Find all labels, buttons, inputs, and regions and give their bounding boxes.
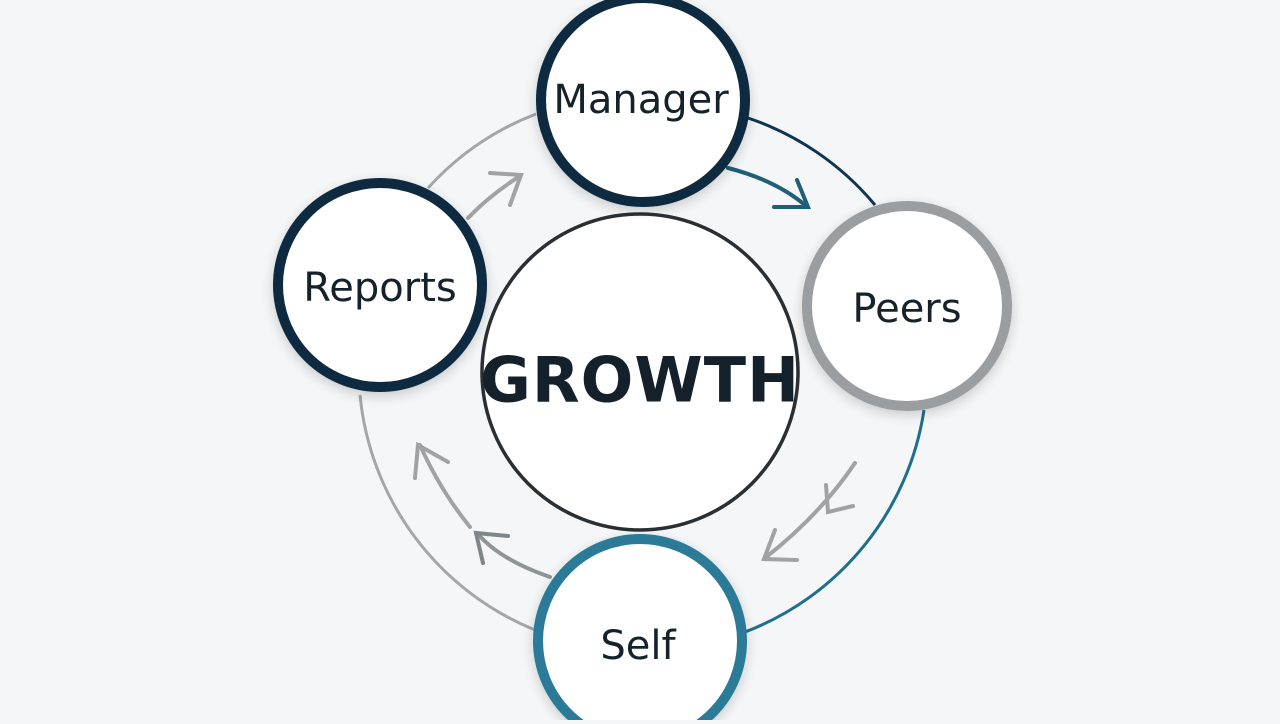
node-label-reports: Reports [303, 265, 456, 311]
arrowhead-icon [473, 530, 510, 565]
node-reports: Reports [273, 178, 487, 392]
flow-arrow-self-to-reports [413, 441, 552, 579]
arrowhead-icon [761, 528, 799, 562]
arrowhead-icon [413, 441, 450, 480]
center-label: GROWTH [480, 344, 800, 417]
flow-arrow-manager-to-peers [726, 166, 811, 209]
node-label-peers: Peers [852, 286, 961, 332]
ring-arc-peers-self [744, 409, 926, 634]
node-self: Self [533, 534, 747, 724]
arrowhead-icon [772, 178, 811, 209]
node-peers: Peers [802, 201, 1012, 411]
outer-ring [358, 112, 926, 634]
flow-arrow-reports-to-manager [466, 171, 524, 220]
arrowhead-icon [824, 483, 855, 515]
flow-arrow-peers-to-self [761, 461, 857, 562]
node-manager: Manager [536, 0, 750, 207]
ring-arc-manager-peers [747, 116, 877, 206]
center-node-growth: GROWTH [480, 212, 800, 532]
node-label-manager: Manager [553, 77, 729, 123]
node-label-self: Self [600, 623, 676, 669]
ring-arc-reports-manager [426, 112, 537, 190]
ring-arc-self-reports [358, 394, 536, 632]
arrowhead-icon [488, 171, 524, 207]
